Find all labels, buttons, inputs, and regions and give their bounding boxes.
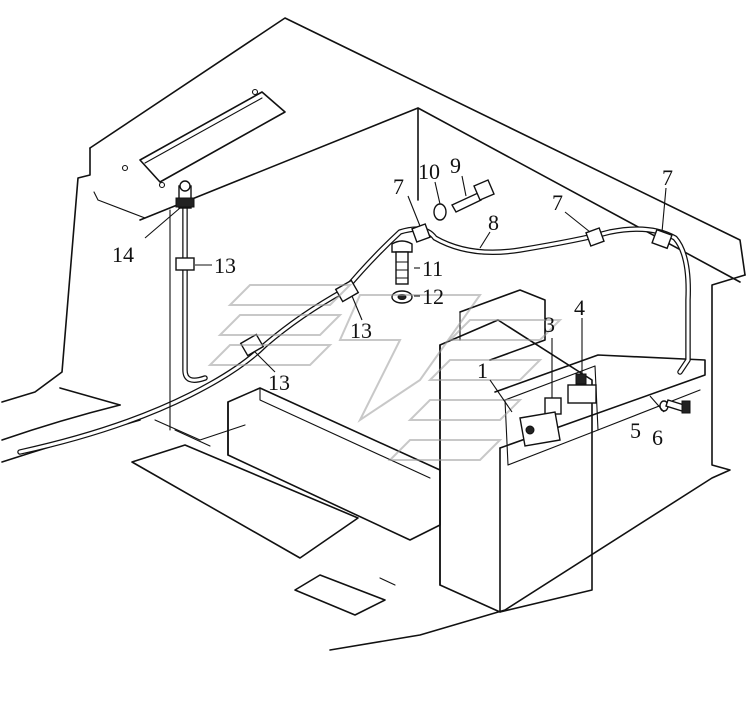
callout-7-left: 7 (393, 174, 404, 199)
clamp-7-right (651, 228, 673, 250)
relay-4 (567, 373, 597, 404)
washer-12 (391, 290, 413, 304)
washer-10 (433, 203, 447, 221)
callout-9: 9 (450, 153, 461, 178)
callout-7-mid: 7 (552, 190, 563, 215)
callout-14: 14 (112, 242, 134, 267)
callout-7-right: 7 (662, 165, 673, 190)
leader-lines (144, 175, 667, 413)
callout-13-upper: 13 (214, 253, 236, 278)
callout-5: 5 (630, 418, 641, 443)
callout-6: 6 (652, 425, 663, 450)
callout-11: 11 (422, 256, 443, 281)
console-box (227, 289, 706, 613)
bolt-6 (665, 399, 691, 414)
fitting-14 (175, 180, 195, 209)
callout-3: 3 (544, 312, 555, 337)
callout-12: 12 (422, 284, 444, 309)
watermark-logo (207, 284, 563, 461)
callout-labels: 1 3 4 5 6 7 7 7 8 9 10 11 12 13 13 13 14 (112, 153, 673, 450)
callout-13-lower: 13 (268, 370, 290, 395)
callout-13-mid: 13 (350, 318, 372, 343)
bolt-9 (451, 179, 495, 213)
callout-10: 10 (418, 159, 440, 184)
clamps (175, 223, 673, 357)
switch-3 (519, 397, 562, 447)
callout-8: 8 (488, 210, 499, 235)
callout-1: 1 (477, 358, 488, 383)
callout-4: 4 (574, 295, 585, 320)
clamp-7-mid (585, 227, 605, 247)
bolt-11 (391, 240, 413, 285)
clamp-13-upper (175, 257, 195, 271)
clamp-7-left (411, 223, 431, 243)
cab-body-outline (1, 17, 746, 651)
clamp-13-mid (334, 279, 360, 303)
